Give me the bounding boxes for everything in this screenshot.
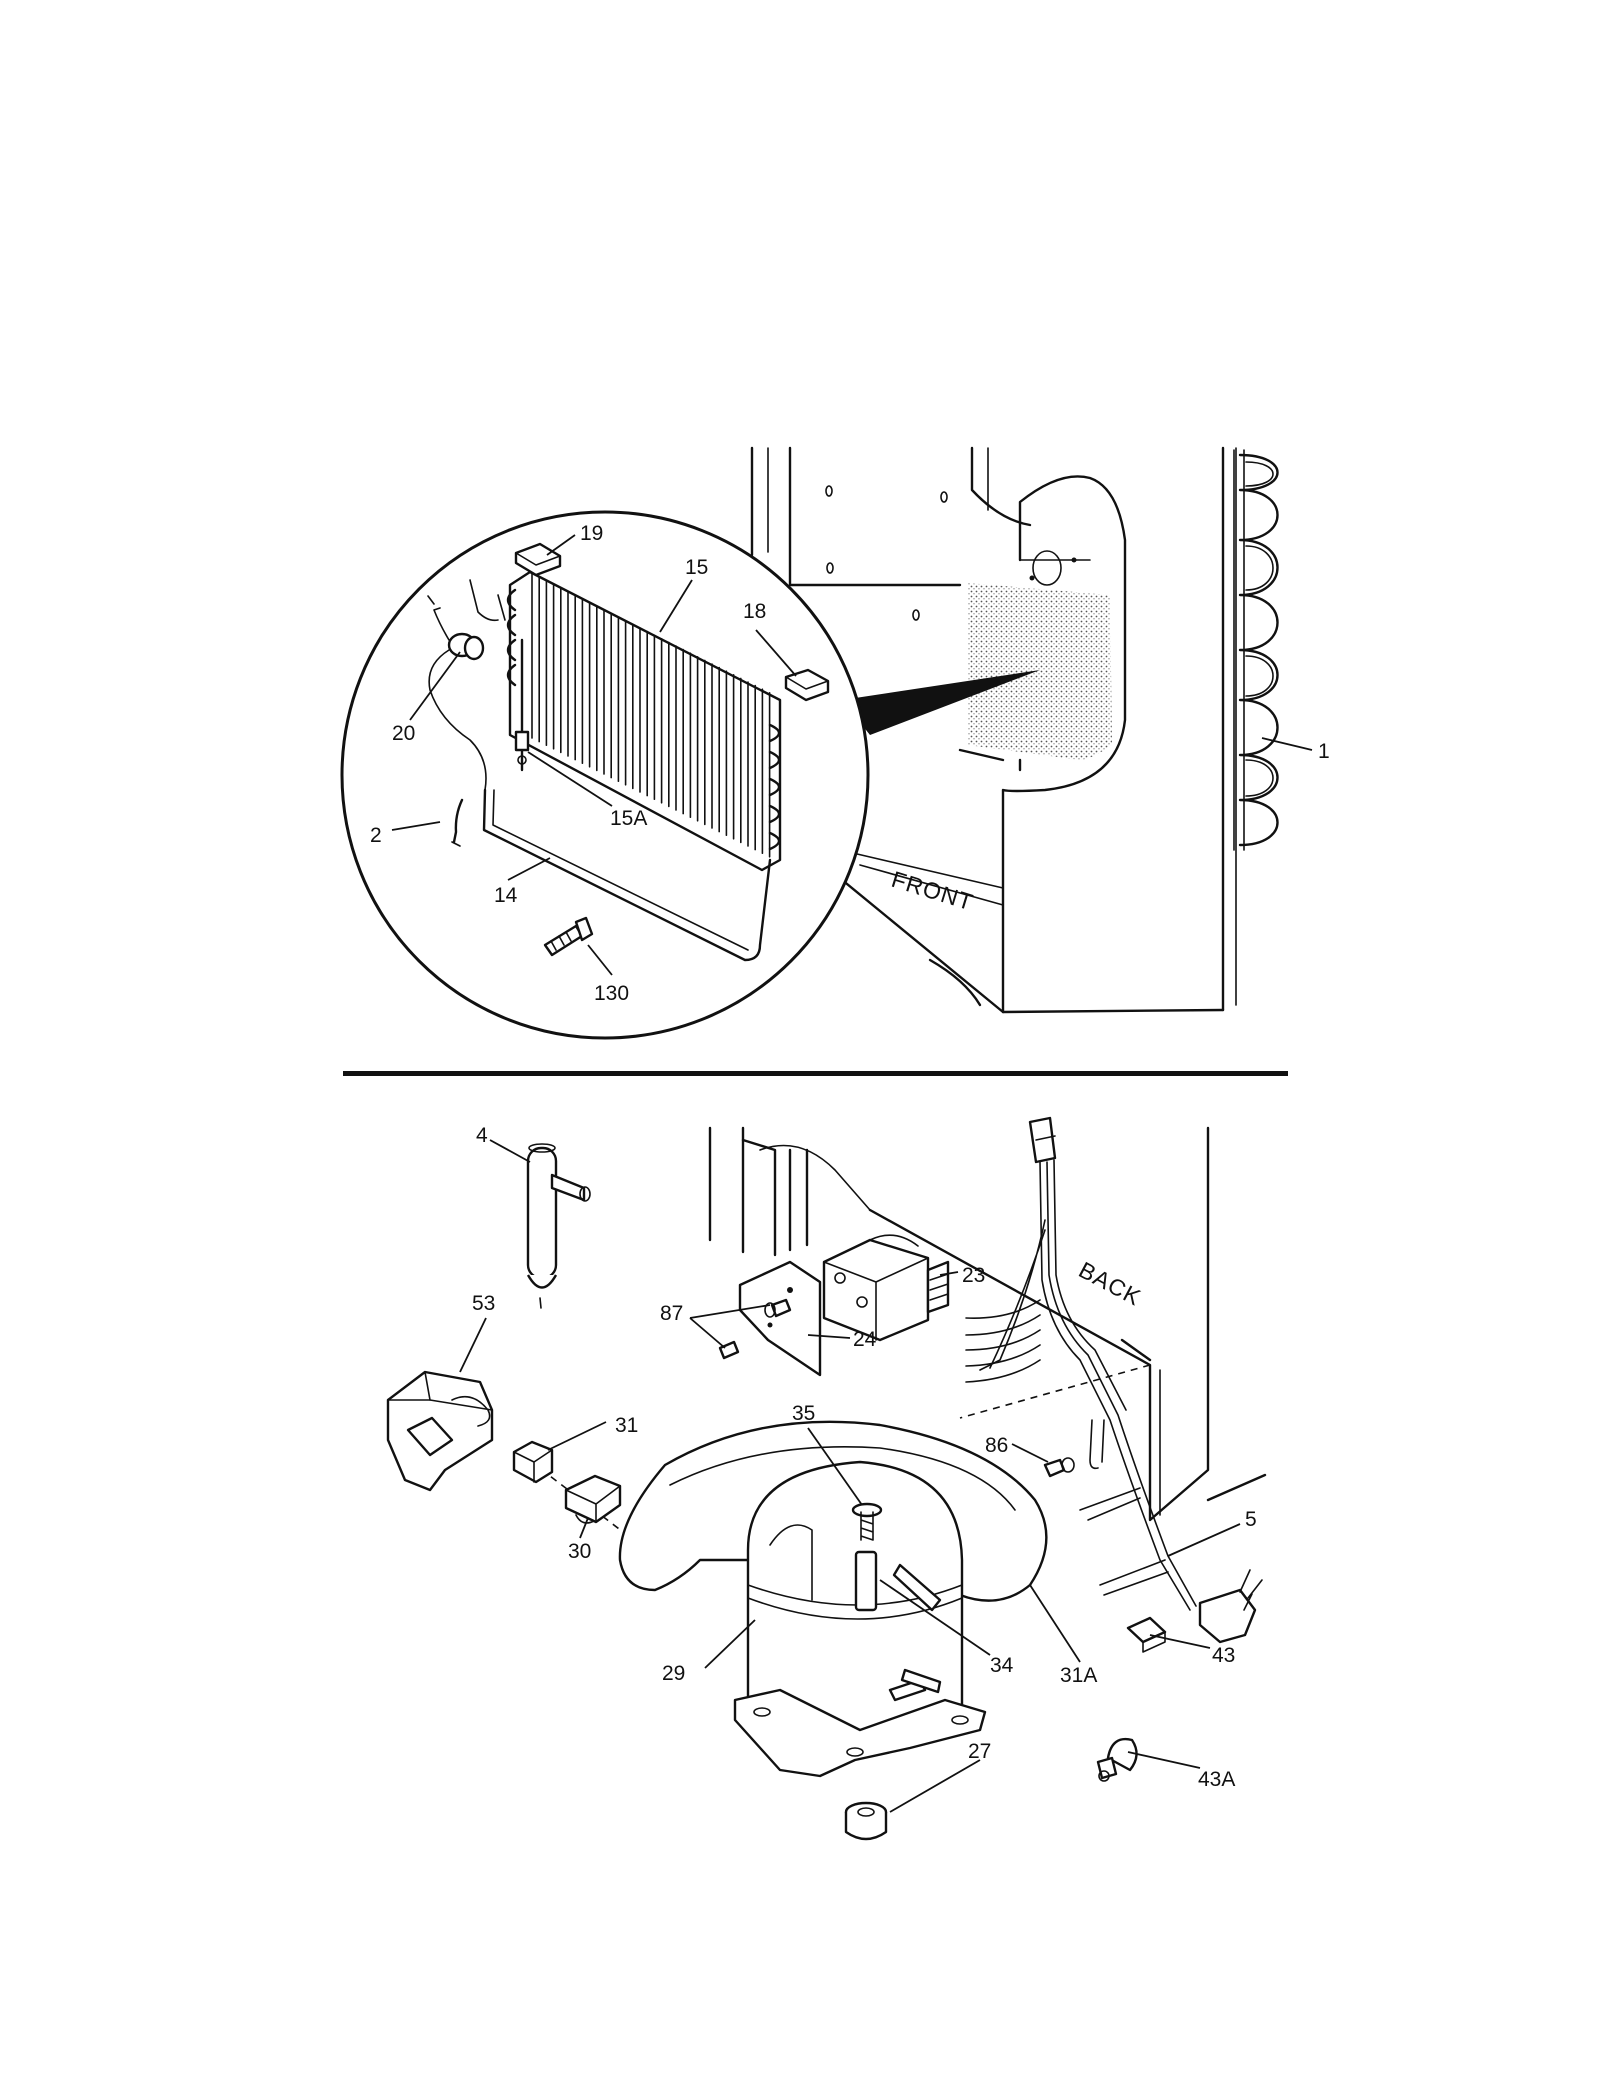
callout-34: 34 bbox=[990, 1654, 1014, 1677]
leader-19 bbox=[546, 534, 576, 556]
screw-86 bbox=[1043, 1457, 1075, 1478]
leader-130 bbox=[587, 944, 613, 976]
wire-harness bbox=[965, 1116, 1197, 1611]
leader-20 bbox=[409, 651, 461, 721]
leader-23 bbox=[939, 1271, 959, 1276]
leader-86 bbox=[1011, 1443, 1049, 1463]
evaporator-cover-pad-18 bbox=[784, 668, 830, 702]
bolt-35 bbox=[851, 1502, 883, 1541]
callout-35: 35 bbox=[792, 1402, 815, 1425]
grommet-27 bbox=[844, 1801, 888, 1841]
leader-43 bbox=[1149, 1634, 1211, 1649]
leader-31 bbox=[547, 1421, 607, 1451]
overload-cover-53 bbox=[386, 1370, 494, 1492]
drain-tube-14 bbox=[482, 788, 772, 962]
leader-31a bbox=[1029, 1584, 1081, 1663]
screws-87 bbox=[718, 1298, 792, 1360]
callout-20: 20 bbox=[392, 722, 415, 745]
callout-130: 130 bbox=[594, 982, 629, 1005]
callout-15: 15 bbox=[685, 556, 708, 579]
callout-27: 27 bbox=[968, 1740, 991, 1763]
leader-53 bbox=[459, 1317, 487, 1373]
leader-29 bbox=[704, 1619, 756, 1669]
front-stencil: FRONT bbox=[889, 866, 977, 915]
cabinet-rear-base bbox=[519, 1126, 1267, 1736]
evaporator-cover-pad-19 bbox=[514, 542, 562, 577]
leader-14 bbox=[507, 857, 551, 881]
section-divider bbox=[343, 1071, 1288, 1076]
callout-14: 14 bbox=[494, 884, 518, 907]
power-cord-plug-5 bbox=[1198, 1569, 1263, 1644]
callout-2: 2 bbox=[370, 824, 382, 847]
leader-18 bbox=[755, 629, 797, 677]
leader-15 bbox=[659, 579, 693, 633]
callout-86: 86 bbox=[985, 1434, 1008, 1457]
callout-43a: 43A bbox=[1198, 1768, 1235, 1791]
cabinet-lower-section bbox=[750, 446, 1237, 1014]
callout-18: 18 bbox=[743, 600, 766, 623]
callout-31: 31 bbox=[615, 1414, 638, 1437]
cord-clip-43 bbox=[1126, 1616, 1167, 1653]
leader-4 bbox=[489, 1139, 531, 1163]
leader-5 bbox=[1167, 1523, 1241, 1557]
cord-clamp-43a bbox=[1096, 1737, 1138, 1782]
callout-5: 5 bbox=[1245, 1508, 1257, 1531]
callout-31a: 31A bbox=[1060, 1664, 1097, 1687]
defrost-timer-23 bbox=[822, 1234, 950, 1342]
condenser-coil bbox=[1233, 449, 1279, 851]
leader-43a bbox=[1127, 1751, 1201, 1769]
leader-87a bbox=[689, 1304, 771, 1319]
leader-87b bbox=[689, 1317, 726, 1349]
overload-protector-30 bbox=[564, 1474, 622, 1524]
leader-30 bbox=[579, 1517, 589, 1539]
callout-30: 30 bbox=[568, 1540, 591, 1563]
clip-part-2 bbox=[451, 798, 464, 847]
filter-drier-4 bbox=[526, 1143, 591, 1309]
leader-27 bbox=[889, 1759, 981, 1813]
leader-2 bbox=[391, 821, 441, 831]
callout-53: 53 bbox=[472, 1292, 495, 1315]
callout-29: 29 bbox=[662, 1662, 685, 1685]
callout-87: 87 bbox=[660, 1302, 683, 1325]
callout-19: 19 bbox=[580, 522, 603, 545]
back-stencil: BACK bbox=[1075, 1256, 1146, 1310]
leader-34 bbox=[879, 1579, 991, 1656]
leader-24 bbox=[807, 1334, 851, 1339]
callout-15a: 15A bbox=[610, 807, 647, 830]
leader-1 bbox=[1261, 737, 1313, 751]
timer-bracket-24 bbox=[738, 1260, 822, 1377]
callout-1: 1 bbox=[1318, 740, 1330, 763]
defrost-heater-15a bbox=[514, 638, 530, 772]
relay-31 bbox=[512, 1440, 554, 1484]
callout-23: 23 bbox=[962, 1264, 985, 1287]
callout-24: 24 bbox=[853, 1328, 877, 1351]
screw-130 bbox=[543, 916, 594, 957]
compressor-29 bbox=[733, 1460, 987, 1778]
callout-4: 4 bbox=[476, 1124, 488, 1147]
callout-43: 43 bbox=[1212, 1644, 1235, 1667]
evaporator-coil bbox=[506, 570, 782, 872]
defrost-thermostat-20 bbox=[427, 579, 506, 791]
leader-35 bbox=[807, 1427, 863, 1506]
leader-15a bbox=[527, 751, 613, 807]
